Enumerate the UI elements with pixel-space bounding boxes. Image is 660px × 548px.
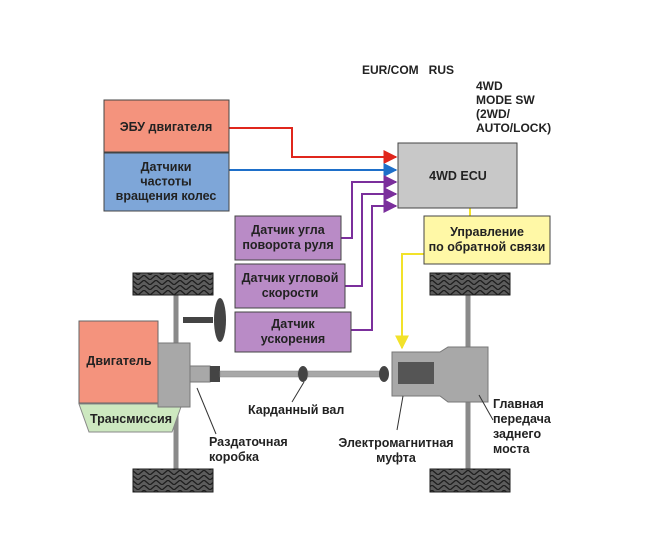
- transmission-block: Трансмиссия: [78, 403, 183, 433]
- yaw-rate-signal-arrow: [344, 187, 398, 287]
- label-line: Главная: [493, 397, 544, 411]
- front-left-top-wheel: [132, 272, 214, 296]
- label-line: Управление: [450, 225, 524, 239]
- label-line: Датчик угла: [251, 223, 325, 237]
- 4wd-ecu-label: 4WD ECU: [429, 169, 487, 183]
- propshaft-label: Карданный вал: [248, 403, 344, 417]
- market-label: EUR/COM RUS: [362, 63, 454, 77]
- electromagnetic-coupling: [398, 362, 434, 384]
- rear-top-wheel: [429, 272, 511, 296]
- label-line: по обратной связи: [429, 240, 546, 254]
- label-line: ускорения: [261, 332, 325, 346]
- front-left-bottom-wheel: [132, 468, 214, 493]
- accel-signal-arrow: [350, 199, 398, 331]
- transfer-leader-line: [196, 387, 217, 435]
- label-line: 4WD ECU: [429, 169, 487, 183]
- steering-angle-signal-arrow: [340, 175, 398, 239]
- steering-link: [183, 317, 213, 323]
- label-line: 4WD: [476, 79, 503, 93]
- coupling-leader-line: [396, 395, 404, 431]
- label-line: заднего: [493, 427, 541, 441]
- label-line: (2WD/: [476, 107, 511, 121]
- engine-label: Двигатель: [86, 354, 151, 368]
- propeller-shaft-rear: [307, 370, 381, 378]
- label-line: моста: [493, 442, 531, 456]
- rear-diff-leader-line: [478, 394, 494, 421]
- transfer-flange: [210, 366, 220, 382]
- engine-block: Двигатель: [78, 320, 159, 404]
- transfer-case-output: [189, 365, 211, 383]
- label-line: Трансмиссия: [90, 412, 172, 426]
- 4wd-ecu-box: 4WD ECU: [397, 142, 518, 209]
- label-line: передача: [493, 412, 552, 426]
- engine-ecu-label: ЭБУ двигателя: [120, 120, 213, 134]
- label-line: MODE SW: [476, 93, 535, 107]
- transmission-label: Трансмиссия: [90, 412, 172, 426]
- label-line: Раздаточная: [209, 435, 288, 449]
- propeller-shaft-front: [219, 370, 299, 378]
- label-line: Датчик угловой: [242, 271, 339, 285]
- label-line: ЭБУ двигателя: [120, 120, 213, 134]
- propshaft-leader-line: [291, 381, 305, 403]
- label-line: Двигатель: [86, 354, 151, 368]
- label-line: поворота руля: [242, 238, 333, 252]
- label-line: скорости: [262, 286, 319, 300]
- label-line: Датчик: [271, 317, 315, 331]
- label-line: Электромагнитная: [338, 436, 453, 450]
- engine-ecu-box: ЭБУ двигателя: [103, 99, 230, 153]
- label-line: коробка: [209, 450, 260, 464]
- transfer-case: [157, 342, 191, 408]
- coupling-input-joint: [379, 366, 389, 382]
- rear-bottom-wheel: [429, 468, 511, 493]
- label-line: Датчики: [141, 160, 192, 174]
- label-line: муфта: [376, 451, 417, 465]
- label-line: частоты: [140, 175, 191, 189]
- feedback-to-coupling-arrow: [395, 253, 424, 350]
- electromagnetic-coupling-and-rear-diff: [391, 346, 489, 403]
- label-line: вращения колес: [116, 189, 217, 203]
- label-line: AUTO/LOCK): [476, 121, 551, 135]
- propeller-shaft-joint: [298, 366, 308, 382]
- steering-knuckle: [214, 298, 226, 342]
- label-line: Карданный вал: [248, 403, 344, 417]
- engine-ecu-signal-arrow: [228, 127, 398, 164]
